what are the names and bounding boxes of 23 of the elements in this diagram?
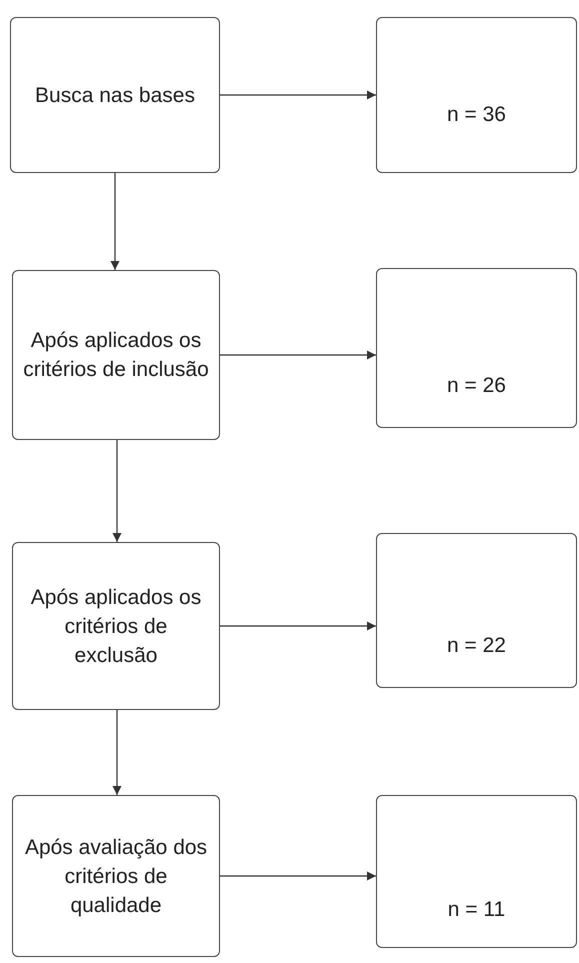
- box-text: n = 11: [446, 897, 506, 923]
- box-text: Após aplicados os critérios de inclusão: [22, 328, 210, 383]
- process-box: [376, 17, 577, 173]
- process-box: [376, 268, 577, 428]
- box-text: Busca nas bases: [34, 82, 196, 108]
- box-text: Após aplicados os critérios de exclusão: [30, 584, 202, 668]
- box-text: n = 26: [446, 372, 507, 398]
- arrow: [112, 440, 122, 542]
- arrow: [220, 350, 376, 360]
- arrow: [110, 173, 120, 270]
- arrow: [220, 872, 376, 880]
- process-box: [376, 795, 577, 948]
- process-box: [376, 533, 577, 688]
- process-box: [12, 270, 220, 440]
- box-text: n = 36: [446, 102, 507, 128]
- arrow: [112, 710, 122, 795]
- process-box: [10, 17, 220, 173]
- process-box: [12, 795, 220, 957]
- box-text: n = 22: [446, 633, 507, 659]
- arrow: [220, 90, 376, 100]
- process-box: [12, 542, 220, 710]
- box-text: Após avaliação dos critérios de qualidade: [24, 834, 208, 918]
- arrow: [220, 622, 376, 630]
